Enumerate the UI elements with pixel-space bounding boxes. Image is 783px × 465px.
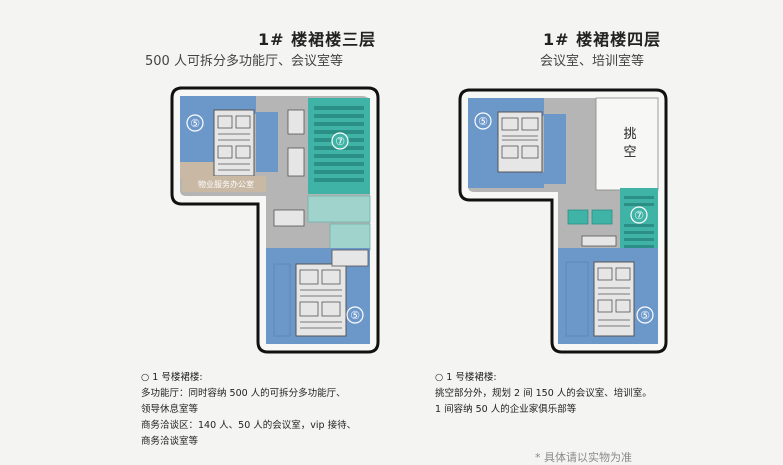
office-label: 物业服务办公室 — [198, 179, 254, 189]
core-left — [213, 109, 255, 177]
note-line: 商务洽谈室等 — [141, 436, 199, 447]
zone-label-hall: ⑦ — [634, 209, 644, 222]
floor-subtitle: 会议室、培训室等 — [540, 54, 645, 69]
note-line: 商务洽谈区：140 人、50 人的会议室，vip 接待、 — [141, 420, 357, 431]
note-line: 挑空部分外，规划 2 间 150 人的会议室、培训室。 — [435, 388, 652, 399]
note-line: 多功能厅：同时容纳 500 人的可拆分多功能厅、 — [141, 388, 346, 399]
floor-title: 1# 楼裙楼四层 — [543, 30, 662, 49]
note-line: 1 间容纳 50 人的企业家俱乐部等 — [435, 404, 577, 415]
floor-notes-3f: ○ 1 号楼裙楼: 多功能厅：同时容纳 500 人的可拆分多功能厅、 领导休息室… — [141, 370, 356, 450]
void-label: 挑 — [623, 127, 636, 142]
zone-label-bottom: ⑤ — [640, 309, 650, 322]
floor-plan-3f: 物业服务办公室 ⑤ ⑦ ⑤ — [170, 86, 380, 354]
footnote: * 具体请以实物为准 — [535, 451, 632, 464]
void-label: 空 — [623, 145, 636, 160]
floor-notes-4f: ○ 1 号楼裙楼: 挑空部分外，规划 2 间 150 人的会议室、培训室。 1 … — [435, 370, 652, 418]
floor-plan-4f: 挑 空 ⑤ ⑦ ⑤ — [458, 88, 668, 354]
note-line: 领导休息室等 — [141, 404, 199, 415]
office-zone — [182, 176, 266, 192]
core-left — [497, 111, 543, 173]
floor-title: 1# 楼裙楼三层 — [258, 30, 377, 49]
zone-label-left: ⑤ — [478, 115, 488, 128]
void-zone — [595, 97, 659, 191]
note-line: ○ 1 号楼裙楼: — [435, 372, 497, 383]
floor-subtitle: 500 人可拆分多功能厅、会议室等 — [145, 54, 343, 69]
note-line: ○ 1 号楼裙楼: — [141, 372, 203, 383]
zone-label-bottom: ⑤ — [350, 309, 360, 322]
zone-label-hall: ⑦ — [335, 135, 345, 148]
zone-label-left: ⑤ — [190, 117, 200, 130]
